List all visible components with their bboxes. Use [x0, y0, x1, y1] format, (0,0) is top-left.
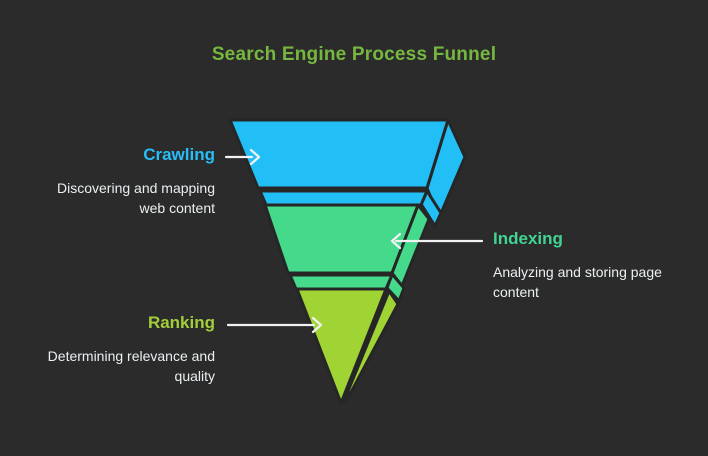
ranking-arrowhead-icon — [311, 316, 323, 334]
crawling-stage-description: Discovering and mapping web content — [57, 180, 215, 216]
page-title: Search Engine Process Funnel — [211, 44, 497, 65]
indexing-arrowhead-icon — [390, 232, 402, 250]
connector-arrows — [224, 148, 484, 334]
indexing-front-face — [263, 203, 420, 275]
crawling-arrowhead-icon — [249, 148, 261, 166]
funnel-stage-crawling — [228, 118, 467, 228]
ranking-front-face — [295, 287, 388, 405]
indexing-stage-description: Analyzing and storing page content — [493, 264, 662, 300]
crawling-stage-label: Crawling — [143, 145, 215, 164]
funnel-stage-indexing — [263, 203, 431, 303]
crawling-arrow — [224, 148, 261, 166]
indexing-stage-label: Indexing — [493, 229, 563, 248]
funnel-stage-ranking — [295, 287, 400, 405]
indexing-arrow — [390, 232, 484, 250]
ranking-arrow — [226, 316, 323, 334]
ranking-side-face — [342, 289, 400, 403]
crawling-bottom-lip — [258, 189, 429, 207]
crawling-front-face — [228, 118, 450, 190]
indexing-bottom-lip — [288, 273, 394, 291]
ranking-stage-label: Ranking — [147, 313, 215, 332]
ranking-stage-description: Determining relevance and quality — [47, 348, 215, 384]
